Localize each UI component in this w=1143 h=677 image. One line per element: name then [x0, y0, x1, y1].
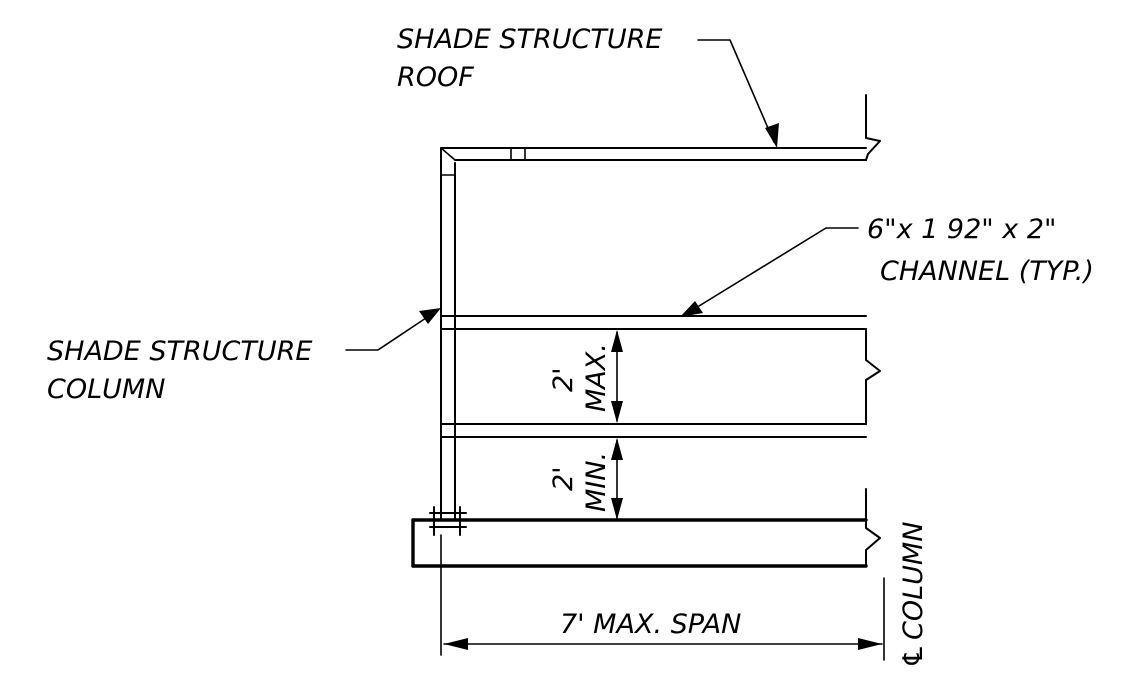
channel-leader: [680, 227, 859, 317]
dimension-upper-qualifier-text: MAX.: [581, 343, 612, 412]
centerline-label: COLUMN: [898, 522, 929, 640]
channel-label-line1: 6"x 1 92" x 2": [867, 214, 1056, 245]
shade-structure-column: [440, 147, 456, 521]
dimension-lower-qualifier: MIN.: [581, 452, 612, 512]
roof-label-line2: ROOF: [397, 62, 474, 93]
channel-label-line2: CHANNEL (TYP.): [880, 256, 1094, 287]
dimension-lower-value: 2': [548, 466, 579, 491]
break-lines: [865, 94, 881, 567]
shade-structure-roof: [440, 147, 867, 161]
dimension-span: [443, 638, 883, 650]
dimension-upper-value: 2': [548, 367, 579, 392]
centerline-symbol: ℄: [898, 644, 929, 668]
column-leader: [345, 308, 441, 351]
channel-lower: [440, 423, 867, 438]
dimension-lower: [611, 438, 623, 520]
channel-upper: [440, 315, 867, 330]
roof-leader: [697, 39, 779, 148]
base-beam: [411, 518, 868, 568]
roof-label-line1: SHADE STRUCTURE: [397, 24, 662, 55]
dimension-upper: [611, 330, 623, 423]
column-label-line1: SHADE STRUCTURE: [47, 336, 312, 367]
span-label: 7' MAX. SPAN: [560, 609, 741, 640]
column-label-line2: COLUMN: [47, 374, 165, 405]
base-plate-bolts: [429, 506, 467, 656]
